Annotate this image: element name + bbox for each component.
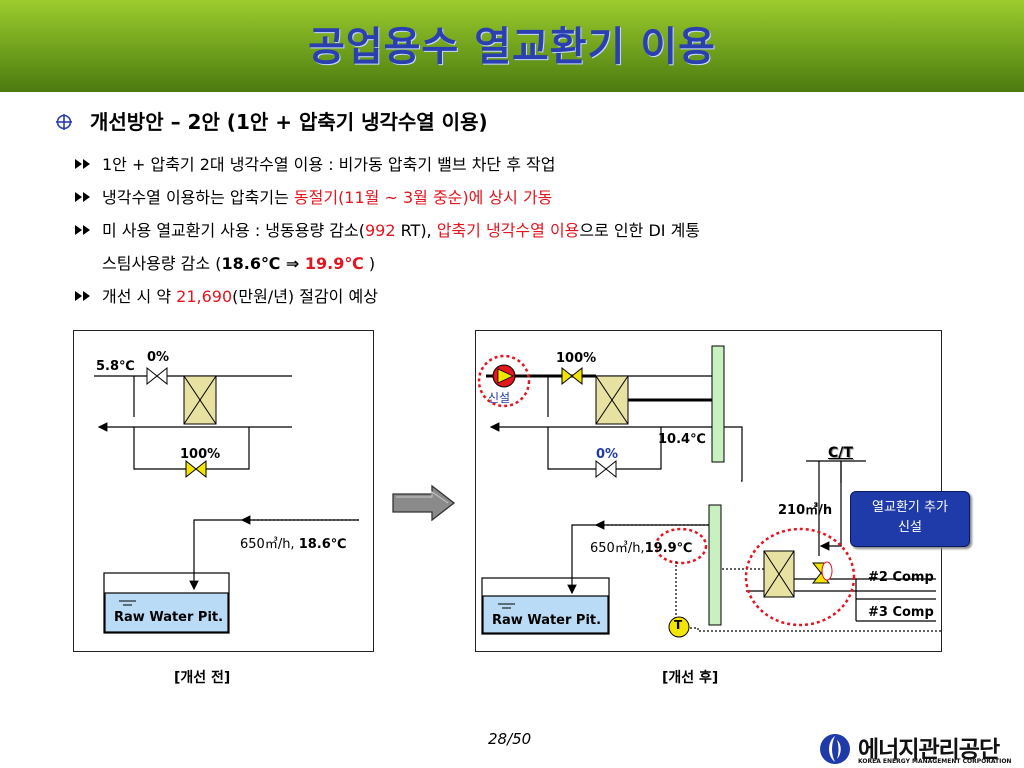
ct-down-pipe — [819, 461, 842, 551]
comp2-label: #2 Comp — [868, 570, 934, 585]
new-hx-callout: 열교환기 추가 신설 — [850, 491, 970, 547]
after-diagram — [477, 345, 941, 638]
heat-exchanger-icon — [763, 550, 795, 598]
page-number: 28/50 — [488, 730, 532, 748]
crosshair-bullet-icon — [56, 114, 72, 130]
before-diagram-panel: 5.8℃ 0% 100% 650㎥/h, 18.6℃ Raw Water Pit… — [73, 330, 374, 652]
heat-exchanger-icon — [183, 375, 217, 425]
logo-subtext: KOREA ENERGY MANAGEMENT CORPORATION — [858, 758, 1012, 765]
section-title: 개선방안 – 2안 (1안 + 압축기 냉각수열 이용) — [90, 110, 488, 134]
top-valve-pct: 0% — [147, 350, 170, 365]
bullet-text-end: 으로 인한 DI 계통 — [579, 221, 701, 240]
bullet-text-end: (만원/년) 절감이 예상 — [232, 287, 378, 306]
ct-flow-label: 210㎥/h — [778, 503, 833, 518]
cooling-tower-column — [711, 345, 725, 463]
before-caption: [개선 전] — [174, 670, 231, 686]
before-diagram — [94, 366, 359, 634]
valve-icon — [146, 366, 168, 386]
top-valve-pct: 100% — [556, 351, 597, 366]
title-banner: 공업용수 열교환기 이용 — [0, 0, 1024, 92]
callout-line-2: 신설 — [898, 520, 922, 535]
bullet-item-1: 1안 + 압축기 2대 냉각수열 이용 : 비가동 압축기 밸브 차단 후 작업 — [74, 148, 974, 181]
outlet-temp-label: 10.4℃ — [658, 432, 706, 447]
valve-icon — [185, 459, 207, 479]
temp-after: 19.9℃ — [304, 254, 364, 273]
page-title: 공업용수 열교환기 이용 — [308, 24, 716, 70]
temp-highlight — [654, 527, 708, 565]
flow-temp: 18.6℃ — [298, 537, 347, 552]
double-arrow-bullet-icon — [75, 192, 90, 202]
after-caption: [개선 후] — [662, 670, 719, 686]
flow-label: 650㎥/h, 18.6℃ — [240, 533, 347, 552]
bullet-list: 1안 + 압축기 2대 냉각수열 이용 : 비가동 압축기 밸브 차단 후 작업… — [74, 148, 974, 313]
rt-value: 992 — [364, 221, 396, 240]
callout-line-1: 열교환기 추가 — [872, 500, 948, 515]
temperature-sensor-icon — [668, 616, 690, 638]
bullet-item-4: 개선 시 약 21,690(만원/년) 절감이 예상 — [74, 280, 974, 313]
cooling-tower-label: C/T — [828, 445, 853, 461]
bottom-valve-pct: 100% — [180, 447, 221, 462]
flow-temp: 19.9℃ — [644, 541, 693, 556]
pit-feed-pipe — [189, 519, 359, 591]
comp3-label: #3 Comp — [868, 605, 934, 620]
valve-icon — [595, 459, 617, 479]
savings-value: 21,690 — [176, 287, 233, 306]
bullet-text-end: ) — [363, 254, 376, 273]
temp-before: 18.6℃ — [221, 254, 281, 273]
pit-label: Raw Water Pit. — [492, 613, 602, 628]
new-hx-highlight — [744, 527, 856, 627]
valve-icon — [561, 366, 583, 386]
bullet-highlight: 동절기(11월 ~ 3월 중순)에 상시 가동 — [293, 188, 553, 207]
pump-icon — [492, 364, 516, 388]
pit-label: Raw Water Pit. — [114, 610, 224, 625]
bullet-text: 스팀사용량 감소 ( — [102, 254, 222, 273]
logo-text: 에너지관리공단 — [858, 737, 1000, 763]
logo-emblem-icon — [820, 734, 850, 764]
rt-unit: RT), — [395, 221, 437, 240]
double-arrow-bullet-icon — [75, 225, 90, 235]
sensor-label: T — [674, 618, 683, 632]
tower-link-pipe — [724, 426, 743, 482]
company-logo: 에너지관리공단 KOREA ENERGY MANAGEMENT CORPORAT… — [818, 730, 1022, 766]
heat-exchanger-icon — [595, 375, 629, 425]
bullet-item-3-continued: 스팀사용량 감소 (18.6℃ ⇒ 19.9℃ ) — [74, 247, 974, 280]
sensor-signal-line — [686, 627, 941, 632]
bullet-text: 냉각수열 이용하는 압축기는 — [102, 188, 294, 207]
raw-water-pit — [103, 572, 230, 634]
bullet-highlight: 압축기 냉각수열 이용 — [436, 221, 580, 240]
flow-meter-icon — [821, 561, 833, 581]
right-arrow-icon — [392, 484, 456, 522]
bullet-text: 1안 + 압축기 2대 냉각수열 이용 : 비가동 압축기 밸브 차단 후 작업 — [102, 155, 556, 174]
flow-label: 650㎥/h,19.9℃ — [590, 537, 692, 556]
pit-feed-pipe — [567, 524, 709, 595]
bullet-item-2: 냉각수열 이용하는 압축기는 동절기(11월 ~ 3월 중순)에 상시 가동 — [74, 181, 974, 214]
temp-arrow: ⇒ — [280, 254, 305, 273]
new-pump-highlight — [477, 354, 531, 408]
new-pump-label: 신설 — [488, 391, 511, 405]
flow-rate: 650㎥/h, — [590, 541, 645, 556]
cooling-tower-column-lower — [708, 504, 722, 626]
bullet-item-3: 미 사용 열교환기 사용 : 냉동용량 감소(992 RT), 압축기 냉각수열… — [74, 214, 974, 247]
bullet-text: 미 사용 열교환기 사용 : 냉동용량 감소( — [102, 221, 365, 240]
bullet-text: 개선 시 약 — [102, 287, 177, 306]
double-arrow-bullet-icon — [75, 291, 90, 301]
bottom-valve-pct: 0% — [596, 447, 619, 462]
double-arrow-bullet-icon — [75, 159, 90, 169]
raw-water-pit — [481, 577, 610, 635]
inlet-temp-label: 5.8℃ — [96, 359, 135, 374]
flow-rate: 650㎥/h, — [240, 537, 299, 552]
section-heading: 개선방안 – 2안 (1안 + 압축기 냉각수열 이용) — [56, 106, 488, 135]
